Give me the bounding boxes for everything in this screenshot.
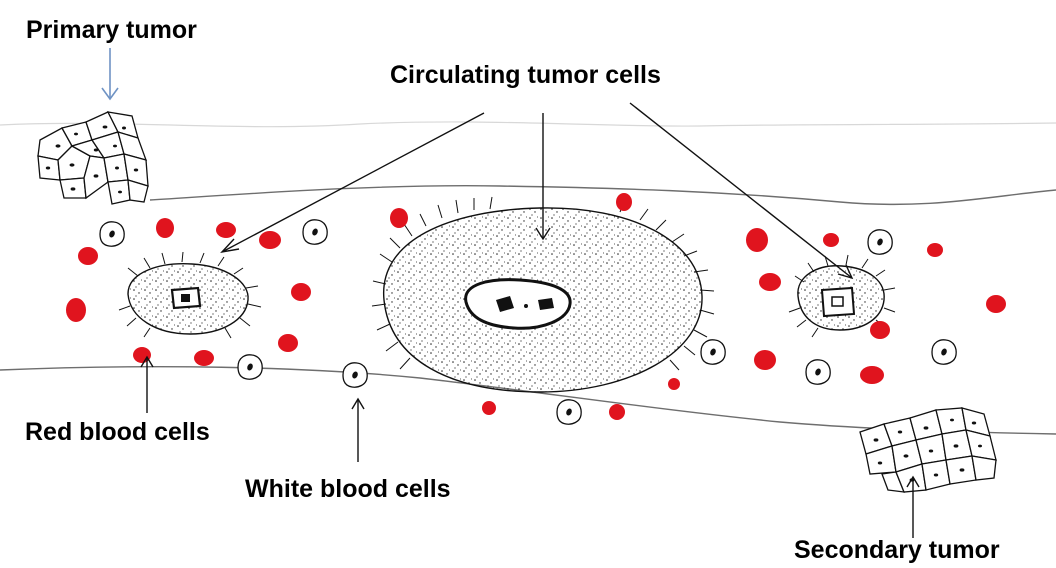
rbc-pointer bbox=[141, 357, 153, 413]
red-blood-cell bbox=[390, 208, 408, 228]
red-blood-cell bbox=[78, 247, 98, 265]
secondary-tumor-cluster bbox=[860, 408, 996, 492]
white-blood-cell bbox=[238, 355, 262, 379]
red-blood-cell bbox=[609, 404, 625, 420]
white-blood-cell bbox=[303, 220, 327, 244]
red-blood-cell bbox=[754, 350, 776, 370]
red-blood-cell bbox=[259, 231, 281, 249]
red-blood-cell bbox=[66, 298, 86, 322]
white-blood-cells-label: White blood cells bbox=[245, 477, 451, 502]
red-blood-cell bbox=[291, 283, 311, 301]
red-blood-cell bbox=[278, 334, 298, 352]
red-blood-cell bbox=[759, 273, 781, 291]
white-blood-cell bbox=[100, 222, 124, 246]
circulating-tumor-cells-label: Circulating tumor cells bbox=[390, 63, 661, 88]
red-blood-cells-label: Red blood cells bbox=[25, 420, 210, 445]
white-blood-cell bbox=[932, 340, 956, 364]
red-blood-cell bbox=[746, 228, 768, 252]
vessel-wall-top bbox=[150, 186, 1056, 205]
secondary-tumor-label: Secondary tumor bbox=[794, 538, 1000, 563]
vessel-upper-wall bbox=[0, 122, 1056, 127]
red-blood-cell bbox=[156, 218, 174, 238]
red-blood-cell bbox=[194, 350, 214, 366]
red-blood-cell bbox=[870, 321, 890, 339]
red-blood-cell bbox=[986, 295, 1006, 313]
red-blood-cell bbox=[668, 378, 680, 390]
white-blood-cell bbox=[557, 400, 581, 424]
ctc-left-nucleolus bbox=[181, 294, 190, 302]
circulating-tumor-cell-left bbox=[119, 252, 261, 338]
red-blood-cell bbox=[133, 347, 151, 363]
primary-tumor-label: Primary tumor bbox=[26, 18, 197, 43]
white-blood-cell bbox=[701, 340, 725, 364]
ctc-right-nucleolus bbox=[832, 297, 843, 306]
red-blood-cell bbox=[616, 193, 632, 211]
red-blood-cell bbox=[482, 401, 496, 415]
primary-tumor-arrow bbox=[102, 48, 118, 99]
red-blood-cell bbox=[860, 366, 884, 384]
red-blood-cell bbox=[216, 222, 236, 238]
primary-tumor-cluster bbox=[38, 112, 148, 204]
ctc-center-nucleus bbox=[466, 280, 571, 329]
red-blood-cell bbox=[927, 243, 943, 257]
white-blood-cell bbox=[806, 360, 830, 384]
wbc-pointer bbox=[352, 399, 364, 462]
white-blood-cell bbox=[343, 363, 367, 387]
red-blood-cell bbox=[823, 233, 839, 247]
white-blood-cell bbox=[868, 230, 892, 254]
